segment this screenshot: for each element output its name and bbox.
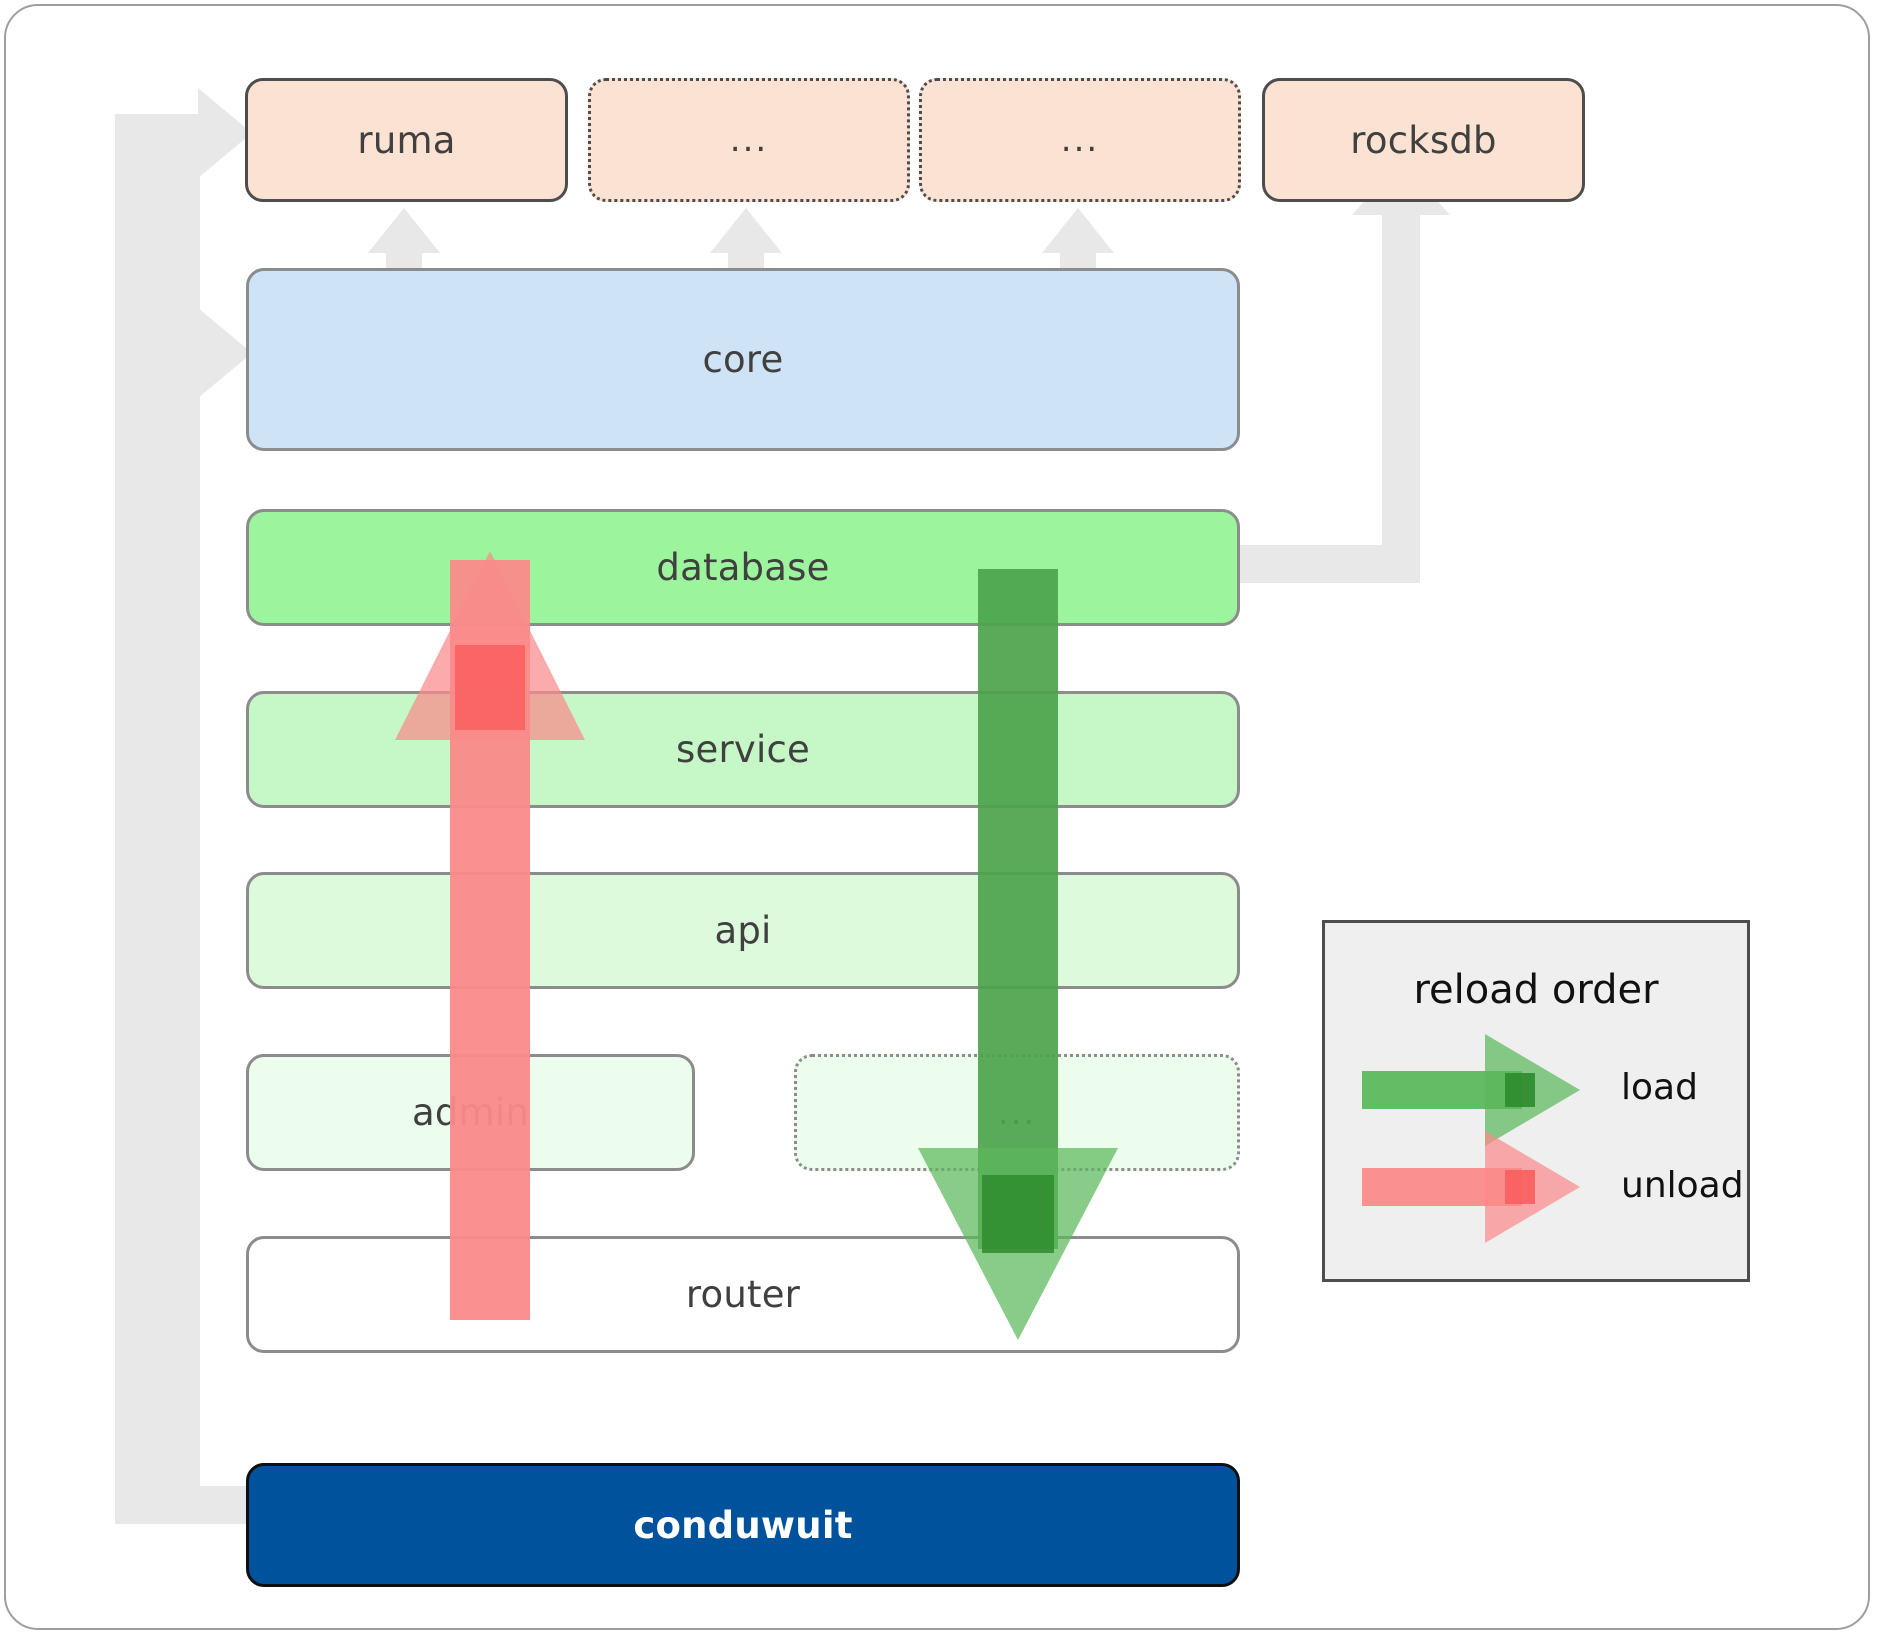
root-label-conduwuit: conduwuit: [633, 1503, 853, 1547]
layer-label-api: api: [714, 909, 772, 952]
layer-box-database[interactable]: database: [246, 509, 1240, 626]
legend-load-arrow: [1362, 1034, 1580, 1146]
layer-label-database: database: [656, 546, 830, 589]
legend-title: reload order: [1413, 967, 1659, 1013]
layer-label-more: ...: [997, 1092, 1037, 1133]
dependency-box-rocksdb[interactable]: rocksdb: [1262, 78, 1585, 202]
legend-label-load: load: [1621, 1067, 1698, 1108]
dependency-box-ruma[interactable]: ruma: [245, 78, 568, 202]
dependency-label-more-1: ...: [729, 120, 769, 160]
layer-box-api[interactable]: api: [246, 872, 1240, 989]
layer-label-router: router: [685, 1273, 801, 1316]
dependency-label-rocksdb: rocksdb: [1350, 118, 1497, 162]
layer-label-core: core: [702, 338, 784, 381]
dependency-label-more-2: ...: [1060, 120, 1100, 160]
layer-label-service: service: [676, 728, 810, 771]
legend-arrows: [1362, 1034, 1580, 1243]
layer-box-admin[interactable]: admin: [246, 1054, 695, 1171]
legend-panel: reload order load unload: [1322, 920, 1750, 1282]
layer-box-service[interactable]: service: [246, 691, 1240, 808]
layer-box-core[interactable]: core: [246, 268, 1240, 451]
dependency-label-ruma: ruma: [357, 118, 456, 162]
dependency-box-more-2[interactable]: ...: [919, 78, 1241, 202]
legend-unload-arrow: [1362, 1131, 1580, 1243]
dependency-box-more-1[interactable]: ...: [588, 78, 910, 202]
layer-label-admin: admin: [412, 1091, 529, 1134]
root-box-conduwuit[interactable]: conduwuit: [246, 1463, 1240, 1587]
legend-label-unload: unload: [1621, 1165, 1744, 1206]
layer-box-more[interactable]: ...: [794, 1054, 1240, 1171]
layer-box-router[interactable]: router: [246, 1236, 1240, 1353]
